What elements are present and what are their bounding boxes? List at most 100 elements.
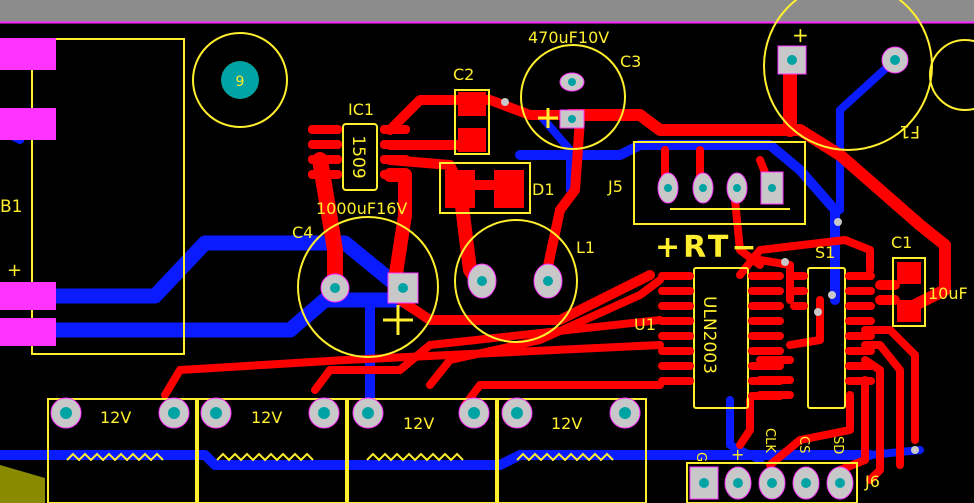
- s1-ref: S1: [815, 243, 835, 262]
- bottom-copper-layer: [0, 56, 924, 470]
- via: [911, 446, 919, 454]
- b1-plus-label: +: [7, 260, 22, 281]
- s1-pin: [845, 272, 875, 280]
- s1-pin: [790, 272, 808, 280]
- j6-pin-sd-label: SD: [830, 436, 845, 454]
- top-trace: [395, 270, 655, 325]
- s1-pin: [845, 377, 875, 385]
- l1-pad-hole: [477, 276, 487, 286]
- via: [828, 291, 836, 299]
- u1-pin: [748, 302, 784, 310]
- u1-pin: [658, 347, 694, 355]
- u1-pin: [748, 392, 784, 400]
- c1-pad: [897, 262, 921, 284]
- relay2-coil: [216, 452, 314, 462]
- j6-pad-hole: [835, 478, 845, 488]
- top-trace: [836, 376, 869, 474]
- f1-ref: F1: [899, 121, 920, 141]
- c4-outline: [297, 216, 439, 358]
- top-trace: [161, 341, 664, 399]
- s1-pin: [790, 302, 808, 310]
- top-trace: [540, 115, 585, 285]
- mount-hole-pad: [221, 61, 259, 99]
- ic1-pin: [308, 140, 342, 149]
- b1-pad: [0, 282, 56, 310]
- d1-pad: [494, 170, 524, 208]
- c4-value: 1000uF16V: [316, 199, 407, 218]
- j5-pad-hole: [733, 184, 741, 192]
- via: [781, 258, 789, 266]
- relay-pad-hole: [210, 407, 222, 419]
- b1-outline: [31, 38, 185, 355]
- top-trace: [312, 152, 343, 293]
- s1-outline: [807, 267, 846, 409]
- relay-pad-hole: [619, 407, 631, 419]
- c4-polarity-mark: [383, 305, 413, 335]
- j6-pad-hole: [699, 478, 709, 488]
- bottom-trace: [0, 292, 408, 338]
- d1-pad: [445, 170, 475, 208]
- j6-pin-cs-label: CS: [796, 436, 811, 453]
- l1-ref: L1: [576, 238, 595, 257]
- j6-pad-hole: [733, 478, 743, 488]
- d1-ref: D1: [532, 180, 555, 199]
- u1-pin: [748, 287, 784, 295]
- relay2-voltage: 12V: [251, 408, 282, 427]
- ic1-pin: [380, 155, 410, 164]
- c2-pad: [458, 128, 486, 152]
- j6-outline: [686, 462, 858, 503]
- j6-pad: [689, 466, 719, 500]
- mount-hole-number: 9: [236, 74, 245, 90]
- j6-pad-hole: [767, 478, 777, 488]
- f1-edge-outline: [929, 39, 974, 111]
- u1-pin: [658, 287, 694, 295]
- s1-pin: [845, 317, 875, 325]
- j5-pad-hole: [699, 184, 707, 192]
- d1-outline: [439, 162, 531, 214]
- silkscreen-layer: [31, 0, 974, 503]
- f1-pad-hole: [787, 55, 797, 65]
- relay-pad-hole: [168, 407, 180, 419]
- ic1-pin: [380, 170, 410, 179]
- top-trace: [564, 109, 951, 311]
- via: [501, 98, 509, 106]
- s1-pins: [790, 272, 875, 385]
- u1-ref: U1: [634, 315, 656, 334]
- c1-pad: [897, 300, 921, 322]
- b1-pad: [0, 318, 56, 346]
- u1-pin: [658, 362, 694, 370]
- u1-pins: [658, 272, 784, 400]
- rt-label: +RT−: [655, 230, 760, 265]
- u1-pin: [658, 332, 694, 340]
- top-trace: [426, 276, 664, 389]
- u1-outline: [693, 267, 749, 409]
- ic1-pin: [380, 140, 410, 149]
- top-trace: [756, 256, 794, 304]
- bottom-trace: [726, 396, 764, 464]
- u1-pin: [748, 362, 784, 370]
- relay2-outline: [197, 398, 347, 503]
- ic1-pin: [380, 125, 410, 134]
- b1-pad: [0, 38, 56, 70]
- bottom-trace: [0, 450, 875, 470]
- s1-pin: [845, 362, 875, 370]
- ic1-value: 1509: [348, 135, 368, 178]
- j5-ref: J5: [607, 177, 623, 196]
- bottom-trace: [0, 235, 408, 304]
- c3-pad-hole: [568, 115, 576, 123]
- c1-ref: C1: [891, 233, 912, 252]
- ic1-pin: [308, 125, 342, 134]
- u1-pin: [748, 332, 784, 340]
- pads-layer: [0, 38, 921, 500]
- u1-value: ULN2003: [699, 296, 719, 374]
- via: [814, 308, 822, 316]
- j6-pin-clk-label: CLK: [762, 428, 777, 453]
- corner-copper-pour: [0, 465, 45, 503]
- u1-pin: [748, 377, 784, 385]
- c2-ref: C2: [453, 65, 474, 84]
- j6-pad-hole: [801, 478, 811, 488]
- top-trace: [311, 316, 664, 394]
- l1-pad-hole: [543, 276, 553, 286]
- ic1-outline: [342, 123, 378, 191]
